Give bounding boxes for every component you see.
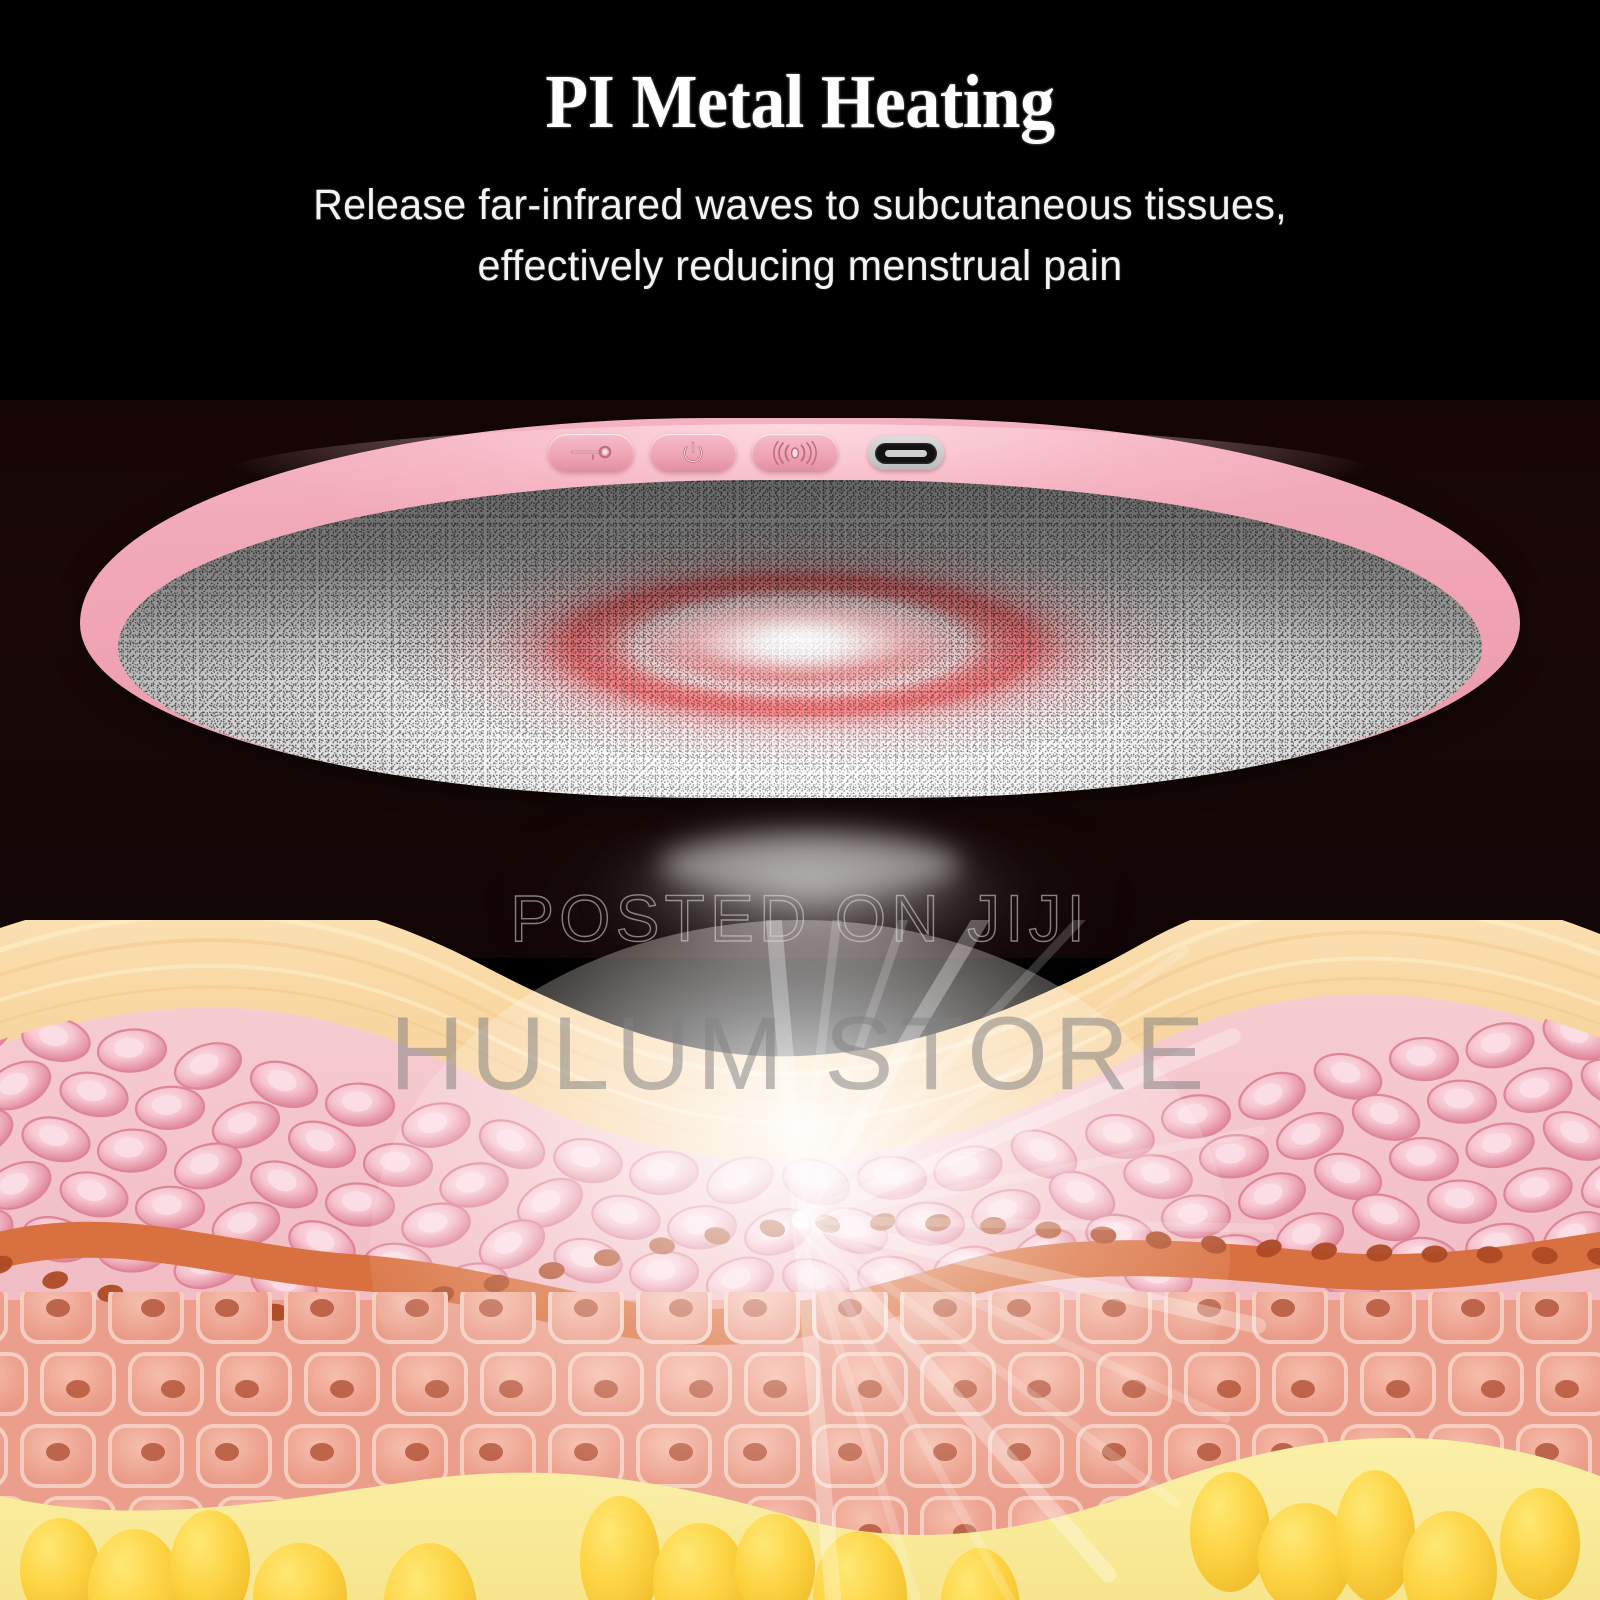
watermark-jiji: POSTED ON JIJI	[509, 880, 1090, 955]
header-band: PI Metal Heating Release far-infrared wa…	[0, 0, 1600, 400]
infrared-rays	[765, 920, 1275, 1600]
subtitle-line-2: effectively reducing menstrual pain	[477, 242, 1123, 291]
device-shadow-highlight	[660, 835, 960, 895]
page-subtitle: Release far-infrared waves to subcutaneo…	[32, 175, 1568, 297]
page-title: PI Metal Heating	[545, 60, 1055, 144]
watermark-store: HULUM STORE	[389, 996, 1211, 1112]
epidermis-layer	[0, 920, 1600, 1161]
heat-core-glow	[650, 599, 950, 679]
subtitle-line-1: Release far-infrared waves to subcutaneo…	[313, 181, 1287, 229]
power-icon	[680, 440, 706, 466]
usb-c-contact	[885, 449, 927, 457]
skin-cross-section	[0, 920, 1600, 1600]
power-button[interactable]	[650, 434, 736, 472]
heating-device[interactable]	[80, 418, 1520, 818]
heating-plate	[118, 480, 1482, 798]
heat-button[interactable]	[548, 434, 634, 472]
thermometer-icon	[568, 444, 614, 462]
device-control-strip	[548, 428, 1018, 478]
usb-c-port[interactable]	[868, 436, 944, 470]
usb-c-icon	[875, 442, 937, 464]
vibration-button[interactable]	[752, 434, 838, 472]
vibration-waves-icon	[772, 441, 818, 465]
